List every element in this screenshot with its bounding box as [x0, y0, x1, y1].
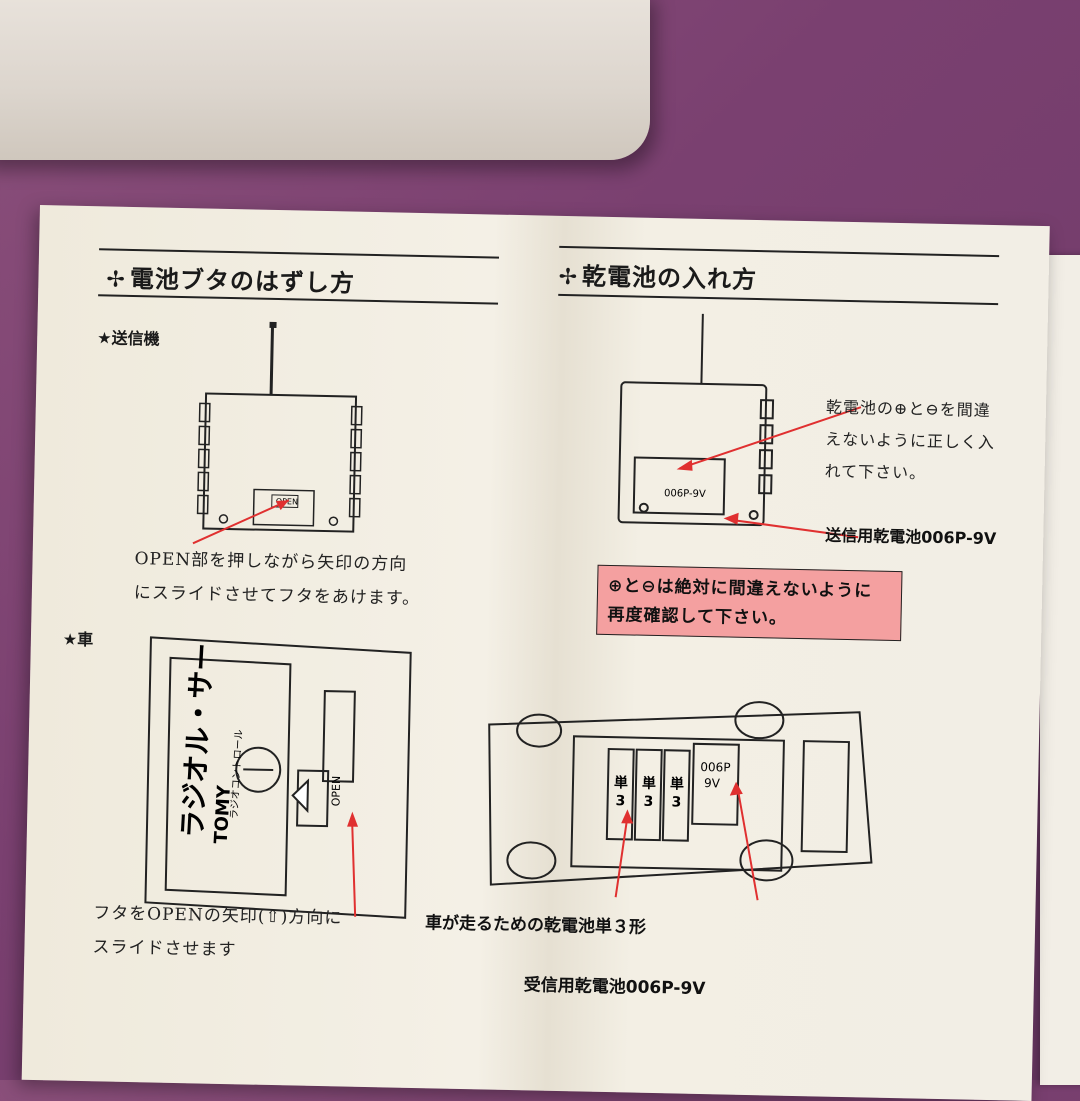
transmitter-battery-label: 送信用乾電池006P-9V — [825, 525, 997, 549]
right-heading-rule-bottom — [558, 293, 999, 306]
svg-text:ラジオコントロール: ラジオコントロール — [228, 729, 245, 819]
svg-text:9V: 9V — [704, 776, 721, 790]
instruction-page: ✢電池ブタのはずし方 ★送信機 OPEN OPEN部を押しながら矢印の方向 にス… — [21, 205, 1050, 1101]
transmitter-battery-illustration: 006P-9V — [617, 313, 775, 527]
cross-mark-icon: ✢ — [558, 264, 579, 291]
svg-text:3: 3 — [643, 794, 653, 810]
instruction-1: OPEN部を押しながら矢印の方向 にスライドさせてフタをあけます。 — [133, 549, 421, 610]
warning-box: ⊕と⊖は絶対に間違えないように 再度確認して下さい。 — [596, 564, 903, 642]
transmitter-label: ★送信機 — [97, 328, 160, 349]
battery-polarity-note: 乾電池の⊕と⊖を間違 えないように正しく入 れて下さい。 — [824, 397, 996, 483]
svg-text:単: 単 — [670, 775, 684, 792]
red-arrow-icon — [192, 499, 290, 545]
right-heading-rule-top — [559, 245, 1000, 258]
next-page-edge — [1040, 255, 1080, 1085]
svg-text:OPEN: OPEN — [329, 776, 343, 807]
transmitter-illustration: OPEN — [196, 321, 363, 533]
car-battery-cover-illustration: ラジオル・サー ラジオコントロール TOMY OPEN — [144, 636, 412, 919]
left-heading: ✢電池ブタのはずし方 — [106, 264, 356, 298]
cross-mark-icon: ✢ — [106, 267, 127, 293]
receiver-battery-label: 受信用乾電池006P-9V — [523, 975, 706, 1000]
instruction-2: フタをOPENの矢印(⇧)方向に スライドさせます — [92, 903, 343, 961]
svg-text:006P: 006P — [700, 760, 730, 775]
svg-text:単: 単 — [614, 774, 628, 791]
pointer-arrows — [676, 406, 862, 539]
svg-text:3: 3 — [615, 793, 625, 809]
svg-text:単: 単 — [642, 775, 656, 792]
svg-text:TOMY: TOMY — [211, 784, 235, 845]
car-battery-label: 車が走るための乾電池単３形 — [424, 913, 647, 938]
package-box — [0, 0, 650, 160]
svg-text:3: 3 — [671, 794, 681, 810]
heading-rule-top — [99, 248, 500, 259]
car-label: ★車 — [62, 629, 94, 650]
car-battery-compartment-illustration: 単3 単3 単3 006P 9V — [488, 701, 873, 901]
right-heading: ✢乾電池の入れ方 — [558, 262, 758, 295]
svg-text:006P-9V: 006P-9V — [664, 488, 706, 500]
